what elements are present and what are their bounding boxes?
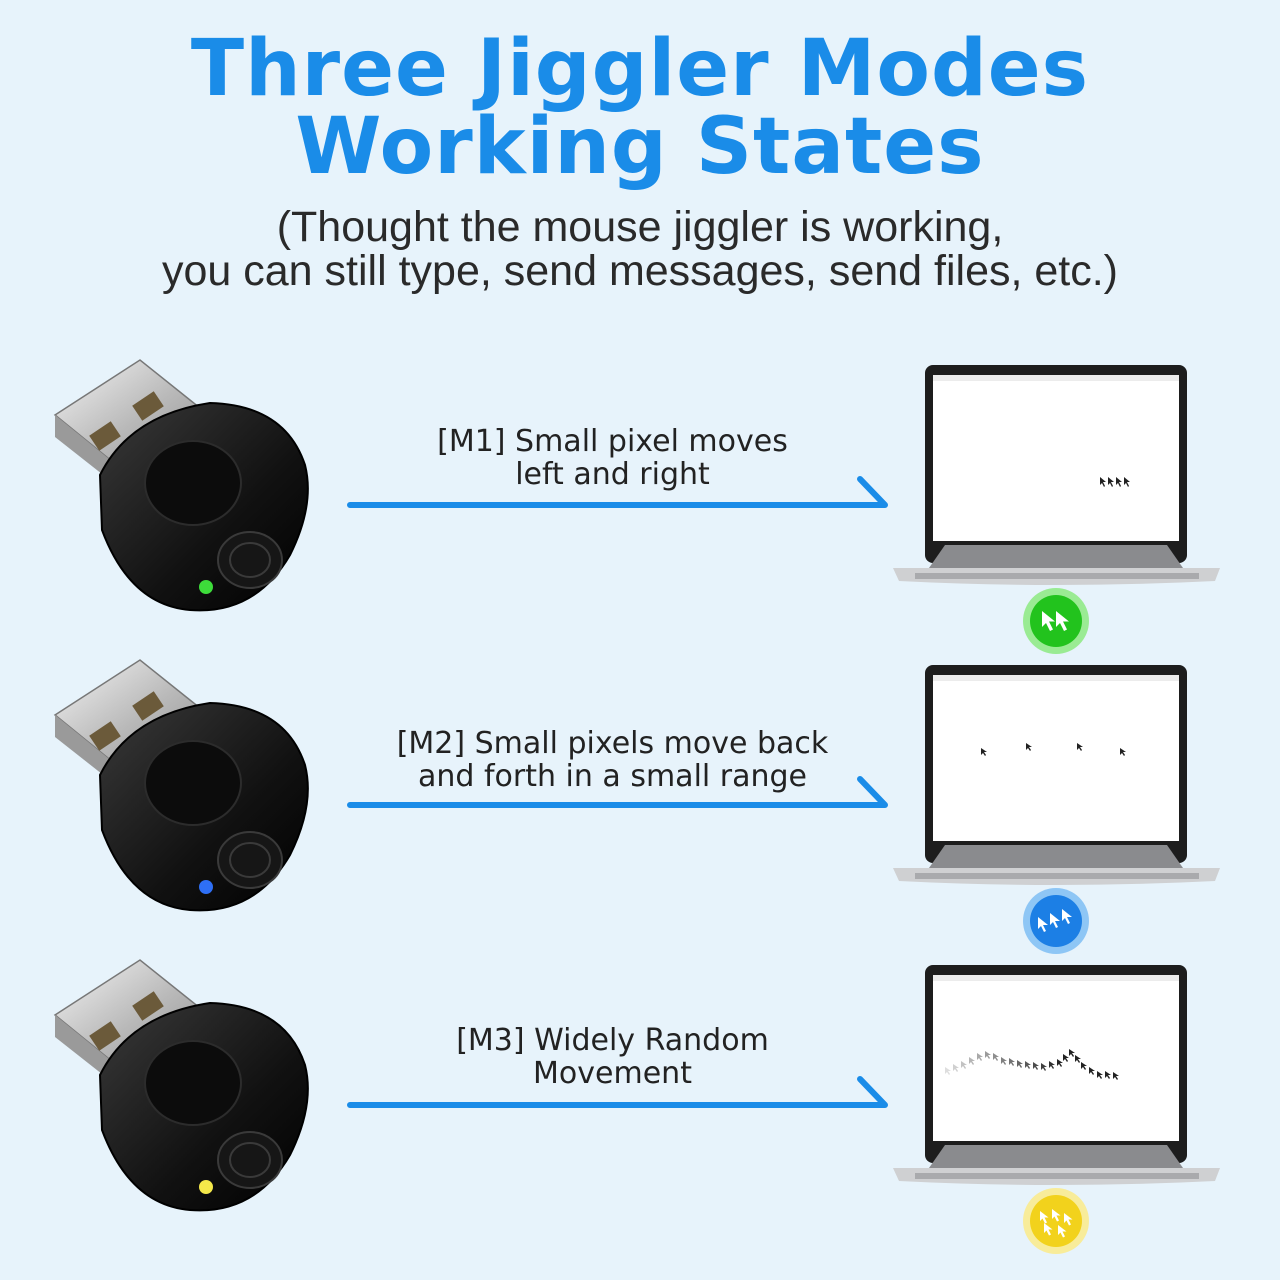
led-yellow-icon — [199, 1180, 213, 1194]
usb-dongle-image — [54, 659, 309, 912]
mode-label-line-2: left and right — [515, 457, 710, 492]
mode-label-line-1: [M1] Small pixel moves — [437, 424, 788, 459]
mode-label-line-2: Movement — [533, 1056, 692, 1091]
cursor-left-right-icon — [1042, 611, 1069, 631]
led-green-icon — [199, 580, 213, 594]
cursor-icon — [1041, 1063, 1047, 1071]
title-line-1: Three Jiggler Modes — [190, 24, 1090, 114]
cursor-icon — [1009, 1058, 1015, 1066]
mode-badge — [1023, 588, 1089, 654]
cursor-range-icon — [1038, 909, 1072, 932]
mode-label: [M1] Small pixel moves left and right — [350, 425, 875, 491]
mode-row-m2: [M2] Small pixels move back and forth in… — [0, 655, 1280, 955]
led-blue-icon — [199, 880, 213, 894]
arrow-right-icon — [347, 1076, 888, 1108]
subtitle-line-2: you can still type, send messages, send … — [161, 247, 1118, 295]
cursor-icon — [1105, 1071, 1111, 1079]
mode-label-line-1: [M3] Widely Random — [456, 1023, 769, 1058]
cursor-icon — [1069, 1049, 1075, 1057]
cursor-icon — [1089, 1067, 1095, 1075]
cursor-icon — [977, 1053, 983, 1061]
usb-dongle-image — [54, 959, 309, 1212]
cursor-icon — [961, 1061, 967, 1069]
cursor-icon — [1033, 1062, 1039, 1070]
cursor-icon — [1081, 1062, 1087, 1070]
cursor-icon — [1025, 1061, 1031, 1069]
cursor-random-icon — [1040, 1209, 1073, 1238]
cursor-icon — [1063, 1054, 1069, 1062]
mode-badge — [1023, 888, 1089, 954]
cursor-icon — [953, 1064, 959, 1072]
cursor-trail-icon — [1100, 477, 1130, 487]
cursor-random-trail-icon — [945, 1049, 1119, 1080]
mode-label: [M2] Small pixels move back and forth in… — [350, 727, 875, 793]
title-line-2: Working States — [295, 102, 985, 192]
cursor-icon — [1097, 1071, 1103, 1079]
mode-row-m1: [M1] Small pixel moves left and right — [0, 355, 1280, 655]
mode-label-line-1: [M2] Small pixels move back — [396, 726, 829, 761]
cursor-icon — [985, 1051, 991, 1059]
cursor-icon — [1017, 1060, 1023, 1068]
cursor-icon — [1049, 1061, 1055, 1069]
laptop-image — [893, 365, 1220, 585]
mode-row-m3: [M3] Widely Random Movement — [0, 955, 1280, 1255]
cursor-icon — [993, 1053, 999, 1061]
cursor-icon — [1113, 1072, 1119, 1080]
laptop-image — [893, 965, 1220, 1185]
cursor-icon — [1001, 1057, 1007, 1065]
laptop-image — [893, 665, 1220, 885]
mode-label: [M3] Widely Random Movement — [350, 1024, 875, 1090]
arrow-right-icon — [347, 776, 888, 808]
cursor-icon — [969, 1057, 975, 1065]
mode-label-line-2: and forth in a small range — [417, 759, 808, 794]
arrow-right-icon — [347, 476, 888, 508]
cursor-icon — [945, 1067, 951, 1075]
cursor-icon — [1075, 1055, 1081, 1063]
usb-dongle-image — [54, 359, 309, 612]
subtitle-line-1: (Thought the mouse jiggler is working, — [276, 203, 1004, 251]
cursor-icon — [1057, 1059, 1063, 1067]
cursor-dots-icon — [981, 743, 1126, 756]
mode-badge — [1023, 1188, 1089, 1254]
